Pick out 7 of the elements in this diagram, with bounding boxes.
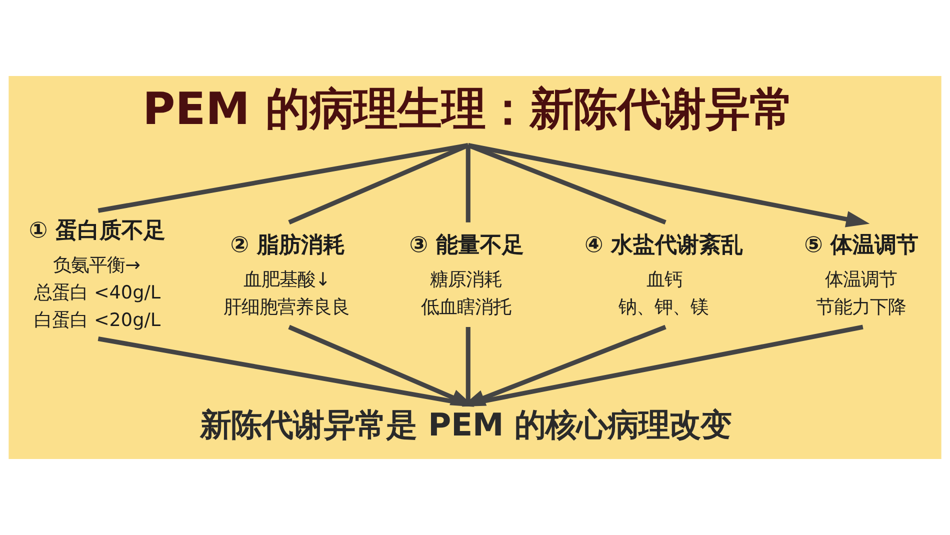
node-text: PEM 的病理生理：新陈代谢异常 — [142, 84, 794, 135]
node-text: 新陈代谢异常是 PEM 的核心病理改变 — [200, 408, 732, 444]
node-text: ② 脂肪消耗 血肥基酸↓ 肝细胞营养良良 — [224, 232, 350, 318]
node-text: ④ 水盐代谢紊乱 血钙 钠、钾、镁 — [584, 232, 744, 318]
node-text: ⑤ 体温调节 体温调节 节能力下降 — [804, 232, 919, 318]
node-text: ③ 能量不足 糖原消耗 低血瞎消托 — [409, 232, 524, 318]
node-text: ① 蛋白质不足 负氨平衡→ 总蛋白 <40g/L 白蛋白 <20g/L — [28, 218, 166, 331]
